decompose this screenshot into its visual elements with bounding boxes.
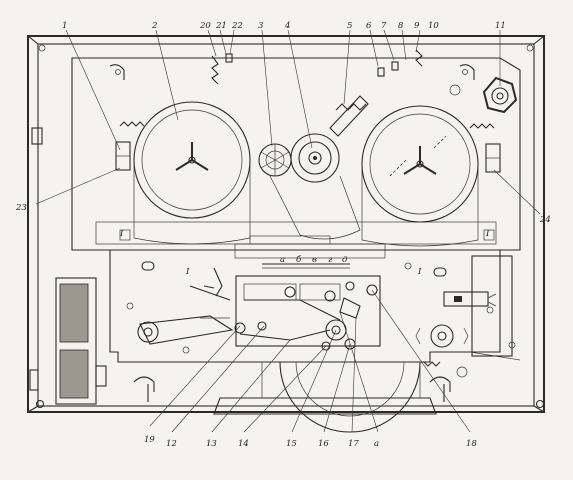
- lower-mechanism-plate: [109, 229, 516, 363]
- letter-scale: [262, 263, 350, 269]
- panel-mark-left: I: [119, 229, 124, 239]
- callout-6: 6: [366, 21, 372, 31]
- outer-case: [27, 35, 545, 413]
- callout-20: 20: [199, 21, 211, 31]
- speed-knob: [225, 53, 518, 114]
- right-switch-assembly: [415, 291, 521, 378]
- right-reel: [361, 105, 479, 247]
- drive-pulleys: [258, 133, 361, 240]
- central-mechanism: [189, 267, 381, 351]
- left-reel: [133, 101, 251, 245]
- callout-4: 4: [284, 21, 290, 31]
- callout-2: 2: [151, 21, 157, 31]
- callout-12: 12: [166, 439, 177, 449]
- callout-14: 14: [238, 439, 249, 449]
- tension-springs: [119, 49, 495, 137]
- left-lever: [133, 315, 451, 402]
- callout-9: 9: [414, 21, 420, 31]
- panel-mark-right: I: [485, 229, 490, 239]
- callout-7: 7: [381, 21, 387, 31]
- panel-mark-center-left: I: [185, 267, 190, 277]
- callout-3: 3: [258, 21, 263, 31]
- scale-letter-5: д: [342, 255, 348, 265]
- callout-a: a: [374, 439, 379, 449]
- panel-mark-center-right: I: [417, 267, 422, 277]
- callout-13: 13: [206, 439, 217, 449]
- callout-10: 10: [428, 21, 439, 31]
- callout-24: 24: [539, 215, 551, 225]
- scale-letter-3: в: [312, 255, 317, 265]
- reel-brackets: [115, 141, 501, 173]
- callout-16: 16: [318, 439, 329, 449]
- callout-5: 5: [347, 21, 352, 31]
- callout-17: 17: [348, 439, 359, 449]
- scale-letter-2: б: [296, 254, 302, 265]
- callout-8: 8: [398, 21, 404, 31]
- callout-22: 22: [231, 21, 243, 31]
- callout-11: 11: [495, 21, 506, 31]
- callout-23: 23: [15, 203, 27, 213]
- callout-1: 1: [62, 21, 67, 31]
- flywheel-assembly: [213, 361, 437, 433]
- callout-18: 18: [466, 439, 477, 449]
- callout-21: 21: [215, 21, 227, 31]
- scale-letter-1: а: [280, 255, 285, 265]
- scale-letter-4: г: [328, 255, 333, 265]
- callout-leader-lines: [35, 29, 541, 433]
- side-connector-block: [55, 277, 107, 405]
- upper-deck-plate: [71, 57, 521, 251]
- callout-19: 19: [144, 435, 155, 445]
- callout-15: 15: [286, 439, 297, 449]
